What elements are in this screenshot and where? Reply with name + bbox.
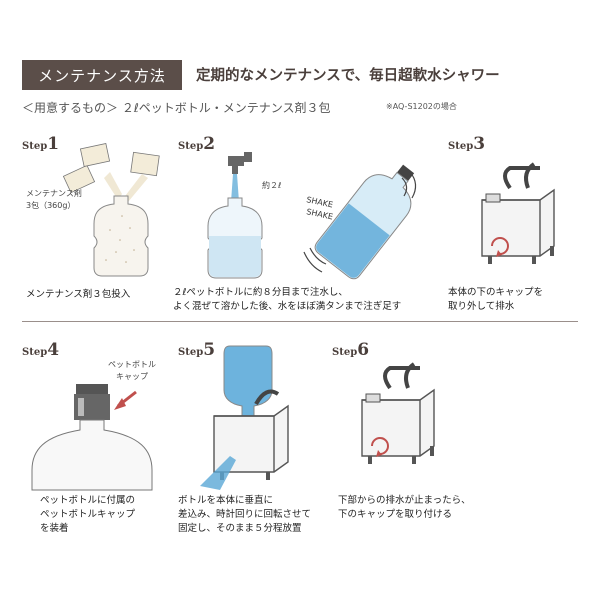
step-3-unit-illustration <box>481 162 555 264</box>
bottle-cap-icon <box>74 384 110 420</box>
step-2-shake-illustration: SHAKE SHAKE <box>303 164 417 280</box>
step-2-bottle-illustration <box>207 152 263 279</box>
headline: 定期的なメンテナンスで、毎日超軟水シャワー <box>196 68 500 84</box>
section-title: メンテナンス方法 <box>22 60 182 90</box>
step-1-amount-label: 3包（360g） <box>26 201 76 210</box>
step-5-caption: ボトルを本体に垂直に差込み、時計回りに回転させて固定し、そのまま５分程放置 <box>178 495 312 534</box>
arrow-icon <box>114 390 137 410</box>
inverted-bottle-icon <box>223 345 273 424</box>
step-5-illustration <box>200 345 289 490</box>
section-divider <box>22 321 578 322</box>
section-title-text: メンテナンス方法 <box>38 66 166 85</box>
step-3-label: Step3 <box>448 134 486 154</box>
unit-body-icon <box>361 388 435 464</box>
step-2-label: Step2 <box>178 134 216 154</box>
rotate-arrow-icon <box>491 237 509 257</box>
shaking-bottle-icon <box>314 164 415 280</box>
step-3-caption: 本体の下のキャップを取り外して排水 <box>448 287 544 312</box>
step-4-cap-label: ペットボトル <box>108 360 156 369</box>
packet-icon <box>62 143 160 194</box>
step-5-label: Step5 <box>178 340 216 360</box>
step-2-caption: ２ℓペットボトルに約８分目まで注水し、よく混ぜて溶かした後、水をほぼ満タンまで注… <box>173 287 402 312</box>
step-4-caption: ペットボトルに付属のペットボトルキャップを装着 <box>40 495 136 534</box>
faucet-icon <box>228 152 252 174</box>
step-1-illustration <box>62 143 160 277</box>
step-1-caption: メンテナンス剤３包投入 <box>26 289 131 300</box>
preparation-note: ※AQ-S1202の場合 <box>386 102 457 111</box>
step-2-volume-label: 約２ℓ <box>262 181 282 190</box>
bottle-icon <box>93 195 149 277</box>
rotate-arrow-icon <box>371 437 389 457</box>
step-4-label: Step4 <box>22 340 60 360</box>
unit-body-icon <box>481 188 555 264</box>
step-1-agent-label: メンテナンス剤 <box>26 189 82 198</box>
step-6-illustration <box>361 362 435 464</box>
shake-text-2: SHAKE <box>306 207 334 221</box>
preparation-text: ＜用意するもの＞ ２ℓペットボトル・メンテナンス剤３包 <box>22 101 331 115</box>
step-1-label: Step1 <box>22 134 60 154</box>
step-6-caption: 下部からの排水が止まったら、下のキャップを取り付ける <box>338 495 471 520</box>
step-6-label: Step6 <box>332 340 370 360</box>
step-4-illustration <box>31 384 153 491</box>
step-4-cap-label-2: キャップ <box>116 372 148 381</box>
bottle-icon <box>207 197 263 279</box>
